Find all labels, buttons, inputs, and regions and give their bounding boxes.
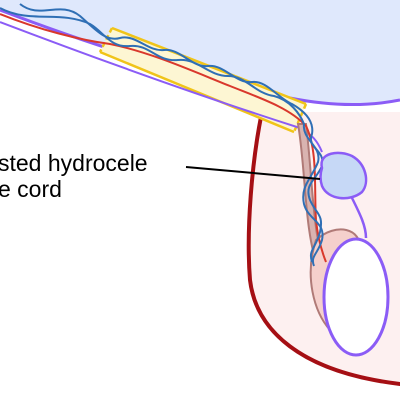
deep-inguinal-ring xyxy=(98,27,114,53)
label-line-2: e cord xyxy=(0,176,62,202)
tunica-vaginalis-connection xyxy=(350,197,368,239)
testis xyxy=(322,237,390,357)
abdominal-cavity xyxy=(0,0,400,105)
pointer-line xyxy=(185,166,321,180)
label-line-1: sted hydrocele xyxy=(0,150,148,176)
inguinal-canal-outline-bottom xyxy=(99,50,295,134)
pampiniform-plexus-2 xyxy=(0,7,324,267)
hydrocele-cyst xyxy=(319,151,368,200)
processus-vaginalis xyxy=(0,21,323,153)
inguinal-canal xyxy=(100,28,306,132)
scrotum-outline xyxy=(246,110,400,386)
pampiniform-plexus xyxy=(19,3,324,263)
